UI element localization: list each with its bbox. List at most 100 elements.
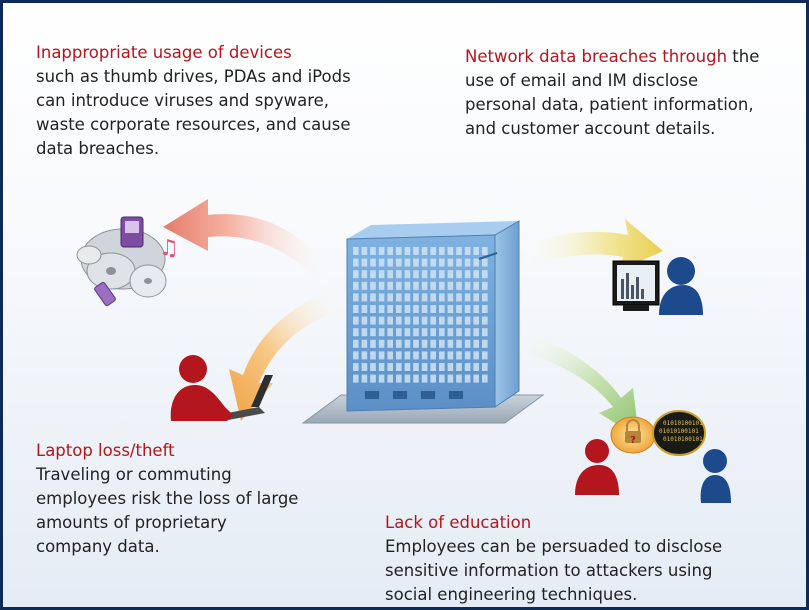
building-window xyxy=(404,363,411,371)
building-window xyxy=(421,316,428,325)
building-window xyxy=(456,316,462,325)
building-window xyxy=(473,305,479,313)
building-window xyxy=(421,363,428,371)
building-window xyxy=(421,293,428,302)
building-window xyxy=(447,281,454,290)
building-window xyxy=(439,281,445,290)
building-window xyxy=(473,270,479,279)
building-window xyxy=(387,316,393,325)
building-window xyxy=(378,258,385,267)
building-window xyxy=(361,258,368,267)
building-window xyxy=(370,281,376,290)
building-window xyxy=(413,293,419,302)
building-window xyxy=(396,293,402,302)
building-window xyxy=(473,281,479,290)
building-window xyxy=(404,351,411,360)
building-window xyxy=(387,374,393,383)
network-line: personal data, patient information, xyxy=(465,95,754,114)
building-window xyxy=(370,374,376,383)
building-window xyxy=(378,305,385,313)
arrow-to-laptop xyxy=(229,288,341,421)
laptop-line: employees risk the loss of large xyxy=(36,489,299,508)
building-window xyxy=(456,339,462,348)
building-window xyxy=(387,363,393,371)
building-window xyxy=(387,351,393,360)
building-window xyxy=(378,339,385,348)
building-window xyxy=(404,281,411,290)
building-window xyxy=(464,270,471,279)
network-title-continuation: the xyxy=(727,47,760,66)
person-employee-icon xyxy=(700,449,731,503)
building-window xyxy=(413,258,419,267)
building-window xyxy=(361,374,368,383)
building-window xyxy=(370,316,376,325)
building-window xyxy=(447,258,454,267)
building-window xyxy=(473,258,479,267)
person-laptop-icon xyxy=(170,355,233,421)
building-window xyxy=(456,281,462,290)
building-window xyxy=(439,247,445,255)
building-window xyxy=(353,247,359,255)
building-window xyxy=(456,258,462,267)
building-window xyxy=(421,258,428,267)
building-window xyxy=(430,281,436,290)
building-window xyxy=(361,351,368,360)
building-window xyxy=(378,281,385,290)
building-window xyxy=(464,339,471,348)
arrow-to-devices xyxy=(163,199,333,295)
building-window xyxy=(482,351,488,360)
building-window xyxy=(370,270,376,279)
building-window xyxy=(387,305,393,313)
svg-text:♫: ♫ xyxy=(159,236,179,261)
building-window xyxy=(370,351,376,360)
building-window xyxy=(430,374,436,383)
building-window xyxy=(456,363,462,371)
education-line: sensitive information to attackers using xyxy=(385,561,713,580)
building-window xyxy=(370,328,376,337)
building-window xyxy=(387,247,393,255)
network-line: and customer account details. xyxy=(465,119,716,138)
portable-devices-icon: ♫ xyxy=(76,216,179,307)
building-window xyxy=(430,316,436,325)
devices-text-block: Inappropriate usage of devices such as t… xyxy=(36,41,351,161)
building-window xyxy=(421,270,428,279)
building-window xyxy=(456,351,462,360)
devices-line: data breaches. xyxy=(36,139,160,158)
building-window xyxy=(447,363,454,371)
building-window xyxy=(473,363,479,371)
building-window xyxy=(430,351,436,360)
building-window xyxy=(413,339,419,348)
building-window xyxy=(353,328,359,337)
building-window xyxy=(361,363,368,371)
building-window xyxy=(430,247,436,255)
laptop-line: Traveling or commuting xyxy=(36,465,232,484)
speech-bubbles-icon: ? 01010100101 01010100101 01010100101 xyxy=(610,410,706,456)
education-title: Lack of education xyxy=(385,513,532,532)
building-window xyxy=(413,363,419,371)
building-window xyxy=(439,270,445,279)
building-window xyxy=(482,258,488,267)
building-window xyxy=(456,270,462,279)
svg-text:?: ? xyxy=(630,435,636,446)
building-window xyxy=(439,328,445,337)
building-window xyxy=(396,339,402,348)
building-window xyxy=(396,374,402,383)
building-window xyxy=(370,305,376,313)
building-window xyxy=(421,281,428,290)
building-window xyxy=(456,328,462,337)
building-window xyxy=(413,316,419,325)
building-window xyxy=(413,247,419,255)
building-window xyxy=(387,339,393,348)
building-window xyxy=(353,293,359,302)
building-window xyxy=(396,316,402,325)
laptop-line: company data. xyxy=(36,537,160,556)
building-window xyxy=(378,293,385,302)
building-window xyxy=(404,305,411,313)
building-window xyxy=(439,293,445,302)
building-window xyxy=(378,328,385,337)
building-window xyxy=(404,339,411,348)
building-window xyxy=(413,281,419,290)
building-window xyxy=(482,305,488,313)
diagram-artwork: ♫ xyxy=(76,199,731,503)
building-window xyxy=(456,305,462,313)
